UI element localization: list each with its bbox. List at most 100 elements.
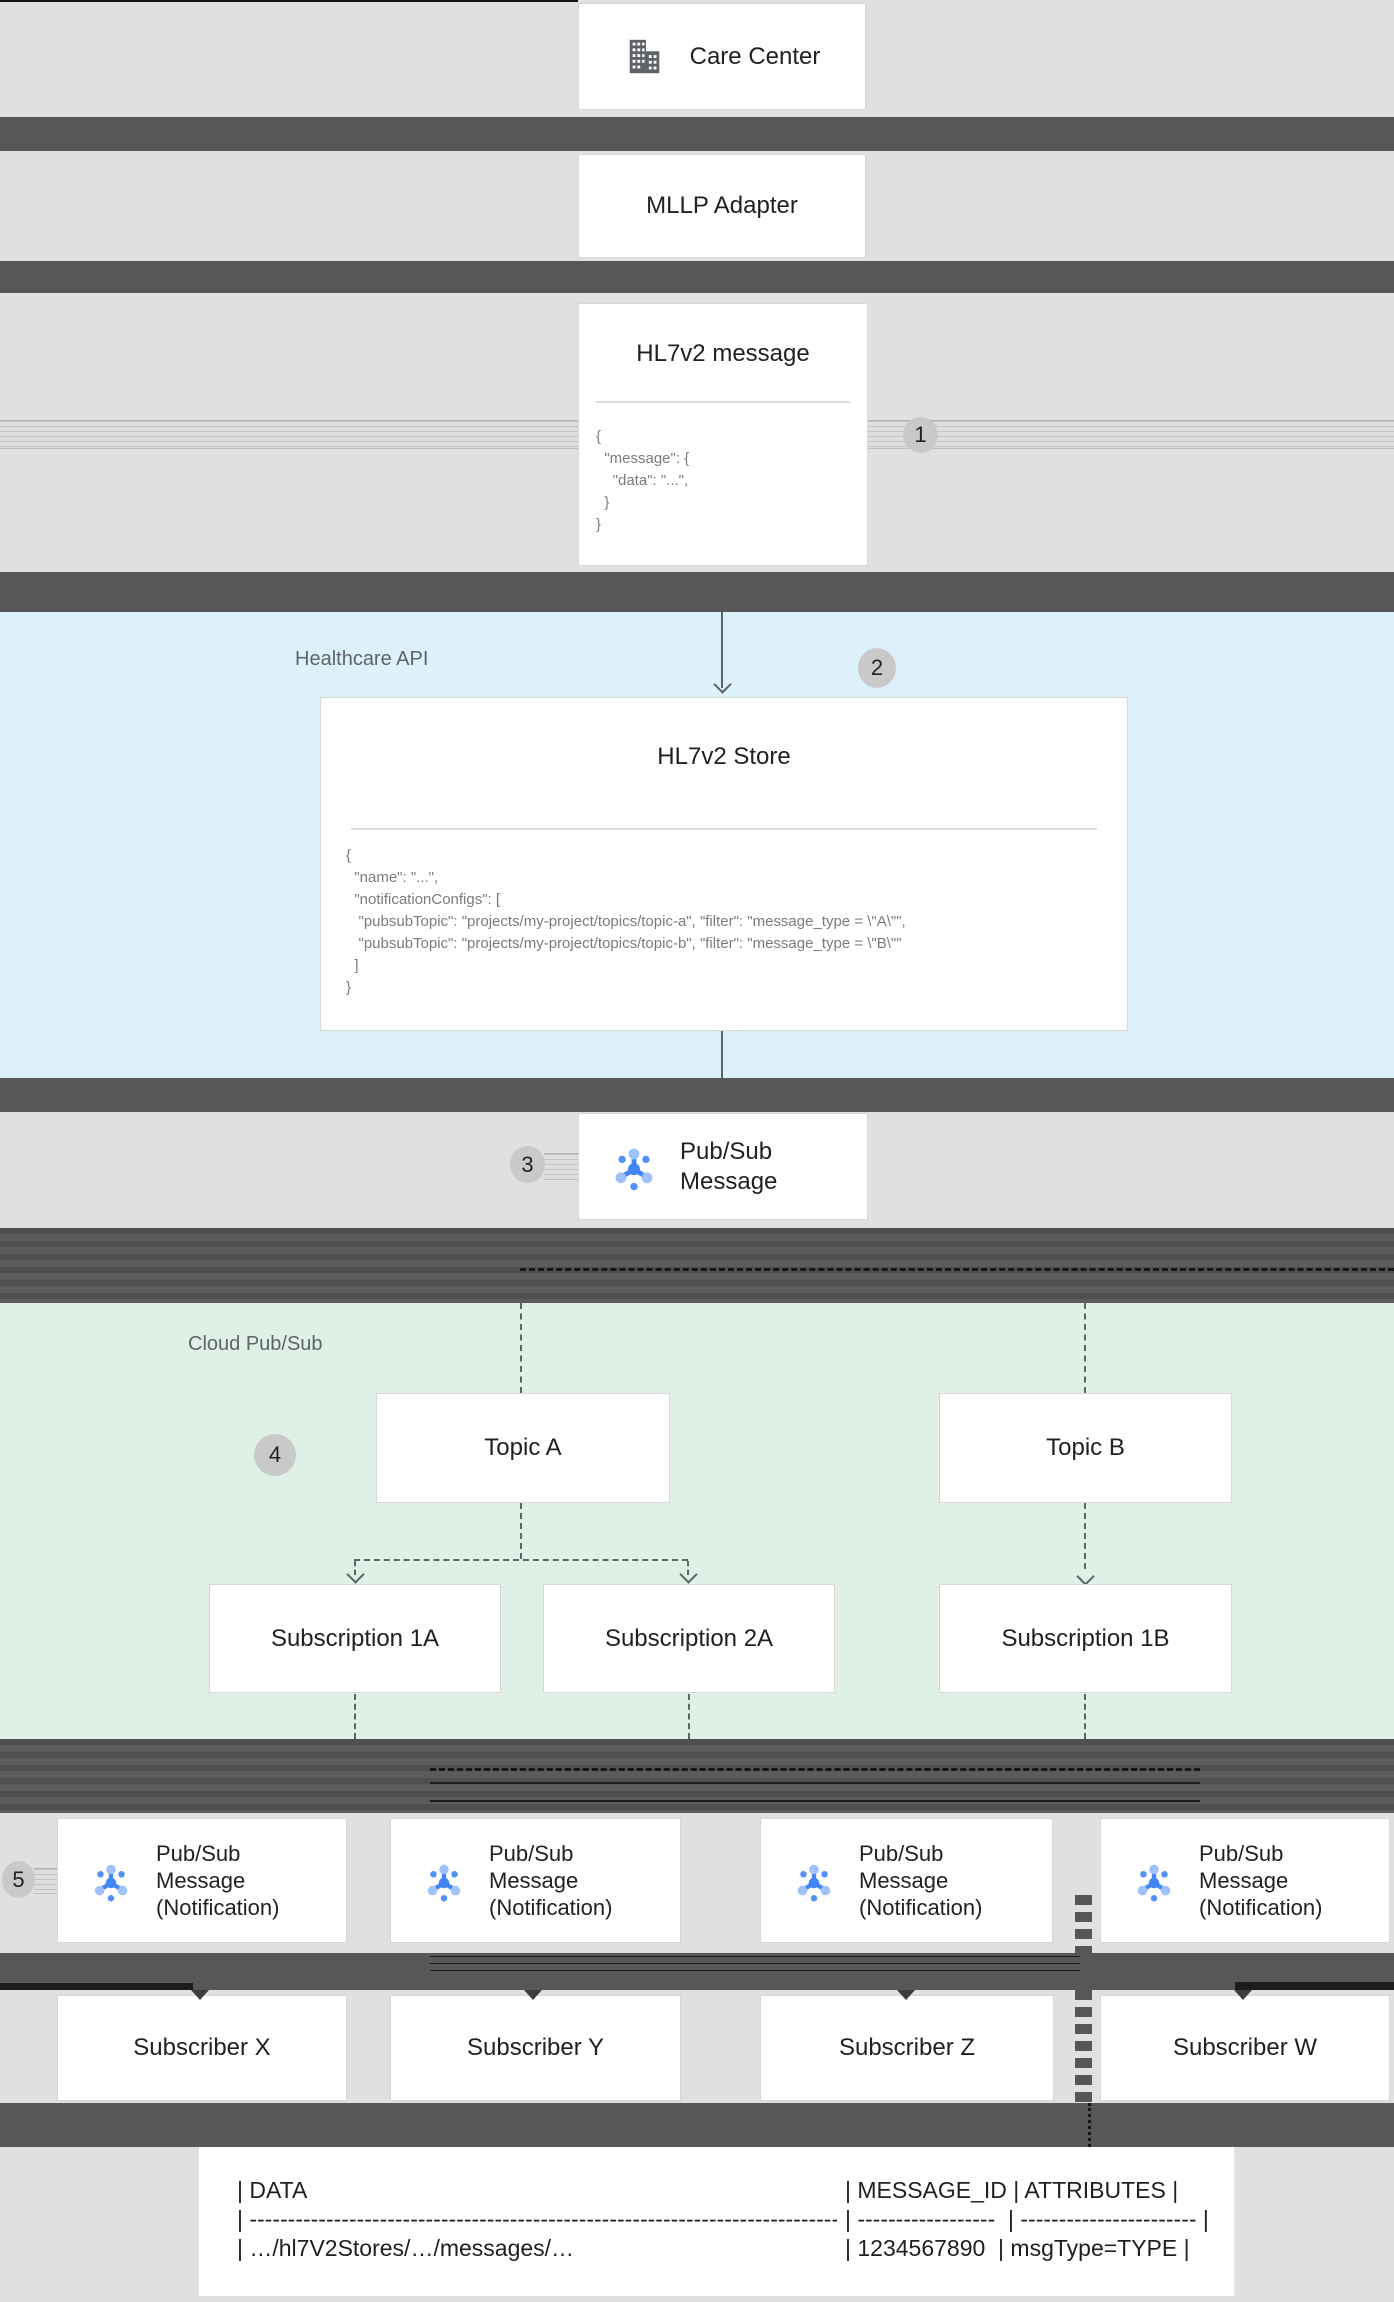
hl7v2-store-code: { "name": "...", "notificationConfigs": …	[346, 847, 906, 996]
arrow-notch-x	[191, 1990, 209, 2000]
band-5-hairline-b	[430, 1963, 1080, 1964]
mllp-adapter-node: MLLP Adapter	[578, 154, 866, 258]
dotted-route-through-band	[1088, 2103, 1091, 2147]
arrow-notch-y	[524, 1990, 542, 2000]
cloud-pubsub-section-label: Cloud Pub/Sub	[188, 1333, 323, 1355]
subscriber-z-label: Subscriber Z	[838, 2034, 976, 2061]
dashed-topic-b-down	[1084, 1503, 1086, 1569]
step-circle-2: 2	[858, 648, 896, 688]
hl7v2-store-node: HL7v2 Store { "name": "...", "notificati…	[320, 697, 1128, 1031]
step-2-number: 2	[870, 655, 884, 680]
striped-band-1-dashes	[520, 1268, 1394, 1271]
pubsub-icon	[88, 1858, 134, 1904]
step-3-number: 3	[521, 1151, 534, 1177]
hl7v2-message-divider	[596, 401, 850, 403]
pubsub-icon	[421, 1858, 467, 1904]
hl7v2-message-code: { "message": { "data": "...", }}	[596, 428, 690, 533]
hospital-building-icon	[624, 36, 666, 78]
topic-a-node: Topic A	[376, 1393, 670, 1503]
topic-b-label: Topic B	[1046, 1434, 1125, 1461]
dashed-sub-2a-down	[688, 1694, 690, 1739]
step-1-number: 1	[914, 422, 927, 447]
care-center-node: Care Center	[578, 3, 866, 110]
step-3-pipe	[544, 1153, 578, 1180]
subscription-2a-node: Subscription 2A	[543, 1584, 835, 1693]
subscriber-w-node: Subscriber W	[1100, 1995, 1390, 2101]
subscription-2a-label: Subscription 2A	[604, 1624, 774, 1652]
healthcare-api-section-label: Healthcare API	[295, 648, 429, 670]
step-4-number: 4	[268, 1442, 282, 1467]
step-circle-1: 1	[903, 417, 938, 453]
subscriber-x-node: Subscriber X	[57, 1995, 347, 2101]
subscription-1b-node: Subscription 1B	[939, 1584, 1232, 1693]
separator-band-5	[0, 1953, 1394, 1990]
subscription-1b-label: Subscription 1B	[1001, 1624, 1170, 1652]
subscriber-y-node: Subscriber Y	[390, 1995, 681, 2101]
table-row-values: | 1234567890 | msgType=TYPE |	[845, 2235, 1190, 2261]
dashed-into-topic-b	[1084, 1303, 1086, 1393]
table-row-path: | …/hl7V2Stores/…/messages/…	[237, 2235, 575, 2261]
connector-store-down	[721, 1031, 723, 1078]
step-5-pipe	[34, 1868, 58, 1894]
dashed-branch-right	[687, 1561, 689, 1575]
band-5-hairline-a	[430, 1956, 1080, 1957]
subscriber-z-node: Subscriber Z	[760, 1995, 1054, 2101]
table-header-right: | MESSAGE_ID | ATTRIBUTES |	[845, 2177, 1179, 2203]
pubsub-icon	[1131, 1858, 1177, 1904]
separator-band-4	[0, 1078, 1394, 1112]
bottom-gray-strip	[0, 2296, 1394, 2302]
hl7v2-message-title: HL7v2 message	[636, 340, 810, 367]
message-table: | DATA | MESSAGE_ID | ATTRIBUTES | | ---…	[199, 2147, 1234, 2296]
hl7v2-store-divider	[351, 828, 1097, 830]
step-circle-5: 5	[2, 1861, 35, 1898]
striped-band-2-dashes	[430, 1768, 1200, 1771]
subscription-1a-node: Subscription 1A	[209, 1584, 501, 1693]
dashed-sub-1a-down	[354, 1694, 356, 1739]
separator-band-3	[0, 572, 1394, 612]
subscriber-y-label: Subscriber Y	[467, 2034, 604, 2061]
thick-dashed-route-lower	[1075, 1990, 1092, 2103]
step-5-number: 5	[12, 1866, 25, 1892]
dashed-sub-1b-down	[1084, 1694, 1086, 1739]
arrow-message-to-store	[721, 612, 723, 688]
step-circle-3: 3	[510, 1146, 545, 1183]
hl7v2-store-title: HL7v2 Store	[657, 743, 791, 770]
separator-band-6	[0, 2103, 1394, 2147]
dashed-branch-horizontal	[354, 1559, 688, 1561]
topic-a-label: Topic A	[484, 1434, 562, 1461]
subscriber-x-label: Subscriber X	[133, 2034, 271, 2061]
topic-b-node: Topic B	[939, 1393, 1232, 1503]
care-center-label: Care Center	[689, 42, 821, 70]
top-hairline	[0, 0, 578, 2]
dashed-branch-left	[354, 1561, 356, 1575]
striped-band-2-line-a	[430, 1782, 1200, 1784]
table-header-data: | DATA	[237, 2177, 308, 2203]
hl7v2-message-node: HL7v2 message { "message": { "data": "..…	[578, 303, 868, 566]
table-rule-right: | ------------------ | -----------------…	[845, 2206, 1209, 2232]
subscription-1a-label: Subscription 1A	[270, 1624, 440, 1652]
separator-band-1	[0, 117, 1394, 151]
thick-dashed-route-upper	[1075, 1895, 1092, 1953]
arrow-notch-z	[897, 1990, 915, 2000]
striped-band-2-line-b	[430, 1800, 1200, 1802]
mllp-adapter-label: MLLP Adapter	[646, 192, 798, 219]
subscriber-w-label: Subscriber W	[1172, 2034, 1318, 2061]
pubsub-icon	[791, 1858, 837, 1904]
band-5-hairline-c	[430, 1970, 1080, 1971]
striped-band-1	[0, 1228, 1394, 1303]
dashed-topic-a-down	[520, 1503, 522, 1559]
dashed-into-topic-a	[520, 1303, 522, 1393]
band-5-black-bar-left	[0, 1983, 193, 1990]
arrow-notch-w	[1234, 1990, 1252, 2000]
table-rule-left: | --------------------------------------…	[237, 2206, 837, 2232]
